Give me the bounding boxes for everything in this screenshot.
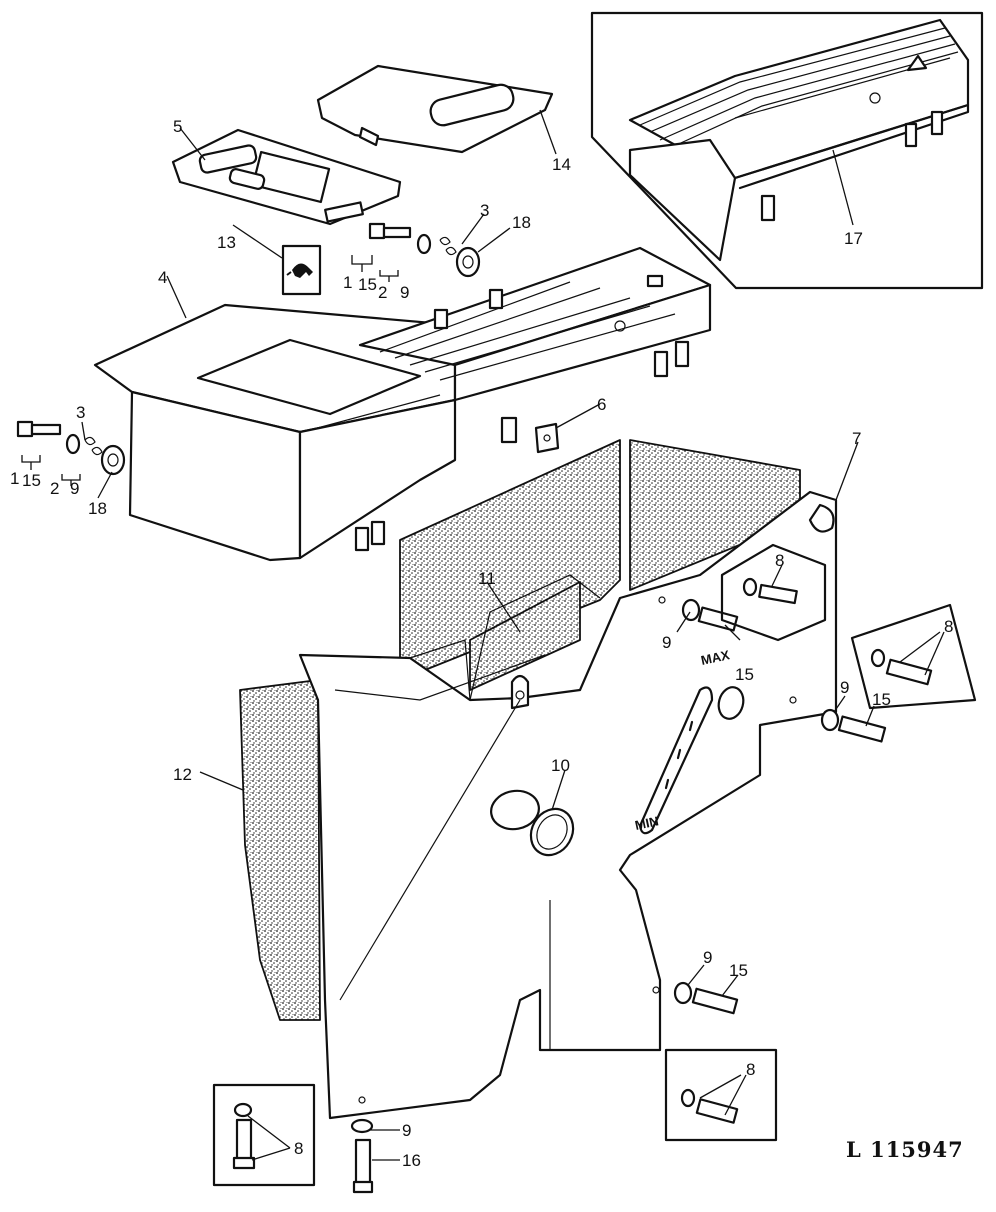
callout-1-left: 1 [10,469,19,488]
callout-15-top: 15 [358,275,377,294]
callout-3-left: 3 [76,403,85,422]
callout-4: 4 [158,268,167,287]
callout-2-top: 2 [378,283,387,302]
callout-1-top: 1 [343,273,352,292]
bolt-panel-lower [673,981,739,1015]
callout-3-top: 3 [480,201,489,220]
front-panel: MAX MIN [298,490,838,1120]
callout-18-top: 18 [512,213,531,232]
callout-8-upper: 8 [775,551,784,570]
callout-16: 16 [402,1151,421,1170]
callout-6: 6 [597,395,606,414]
detail-box-lower-left [212,1083,316,1187]
min-stamp: MIN [634,813,660,833]
callout-8-lower-left: 8 [294,1139,303,1158]
callout-9-top: 9 [400,283,409,302]
callout-9-bottom: 9 [402,1121,411,1140]
callout-7: 7 [852,429,861,448]
turtle-decal [281,244,322,296]
callout-18-left: 18 [88,499,107,518]
fasteners [16,222,887,1194]
foam-pads [239,439,801,1021]
callout-15-left: 15 [22,471,41,490]
cover-plate [316,64,554,154]
callout-9-left: 9 [70,479,79,498]
callout-17: 17 [844,229,863,248]
callout-15-panel: 15 [735,665,754,684]
inset-detail-box [590,11,984,290]
bolt-top-left [16,420,126,476]
detail-box-right [850,603,977,710]
callout-2-left: 2 [50,479,59,498]
shift-gate-plate [171,128,402,226]
detail-box-upper [720,543,827,642]
callout-11: 11 [478,569,496,588]
callout-12: 12 [173,765,192,784]
callout-5: 5 [173,117,182,136]
callout-8-right: 8 [944,617,953,636]
callout-8-lower-right: 8 [746,1060,755,1079]
bolt-bottom [350,1118,374,1194]
callout-9-panel: 9 [662,633,671,652]
callout-10: 10 [551,756,570,775]
clip-nut [534,422,560,454]
callout-labels: 5 14 17 13 4 3 18 1 15 2 9 3 1 15 2 9 18… [10,117,953,1170]
bolt-panel-right [820,708,887,743]
max-stamp: MAX [700,647,732,668]
bolt-top-center [368,222,481,278]
callout-13: 13 [217,233,236,252]
console-housing [93,246,712,562]
callout-15-lower: 15 [729,961,748,980]
callout-9-right: 9 [840,678,849,697]
callout-14: 14 [552,155,571,174]
detail-box-lower-right [664,1048,778,1142]
callout-9-lower: 9 [703,948,712,967]
plug [529,807,575,857]
callout-15-right: 15 [872,690,891,709]
leader-lines [21,109,945,1161]
drawing-reference-number: L 115947 [846,1137,964,1162]
